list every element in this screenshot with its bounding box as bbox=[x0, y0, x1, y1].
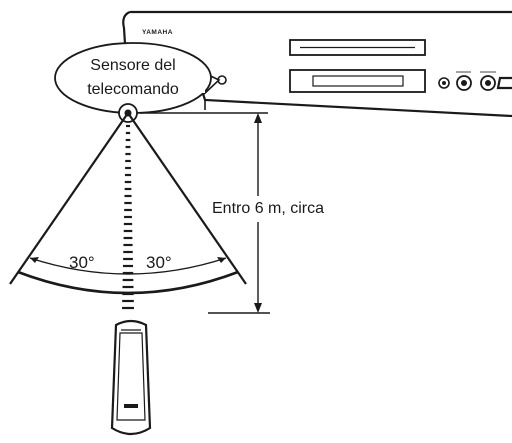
distance-dimension: Entro 6 m, circa bbox=[140, 112, 324, 314]
cone-range-arc bbox=[17, 270, 239, 295]
display-window bbox=[289, 69, 426, 93]
callout-line-2: telecomando bbox=[87, 81, 179, 98]
cone-left-edge bbox=[9, 112, 129, 285]
angle-right-label: 30° bbox=[146, 253, 172, 272]
infrared-beam bbox=[122, 124, 134, 310]
angle-left-label: 30° bbox=[69, 253, 95, 272]
player-brand-logo: YAMAHA bbox=[142, 29, 173, 36]
reception-cone: 30° 30° bbox=[9, 112, 247, 310]
distance-label: Entro 6 m, circa bbox=[212, 200, 324, 217]
callout-line-1: Sensore del bbox=[90, 57, 175, 74]
player-unit: YAMAHA bbox=[122, 10, 512, 118]
sensor-callout: Sensore del telecomando bbox=[54, 42, 221, 114]
cone-right-edge bbox=[127, 112, 247, 285]
remote-control bbox=[110, 319, 152, 436]
